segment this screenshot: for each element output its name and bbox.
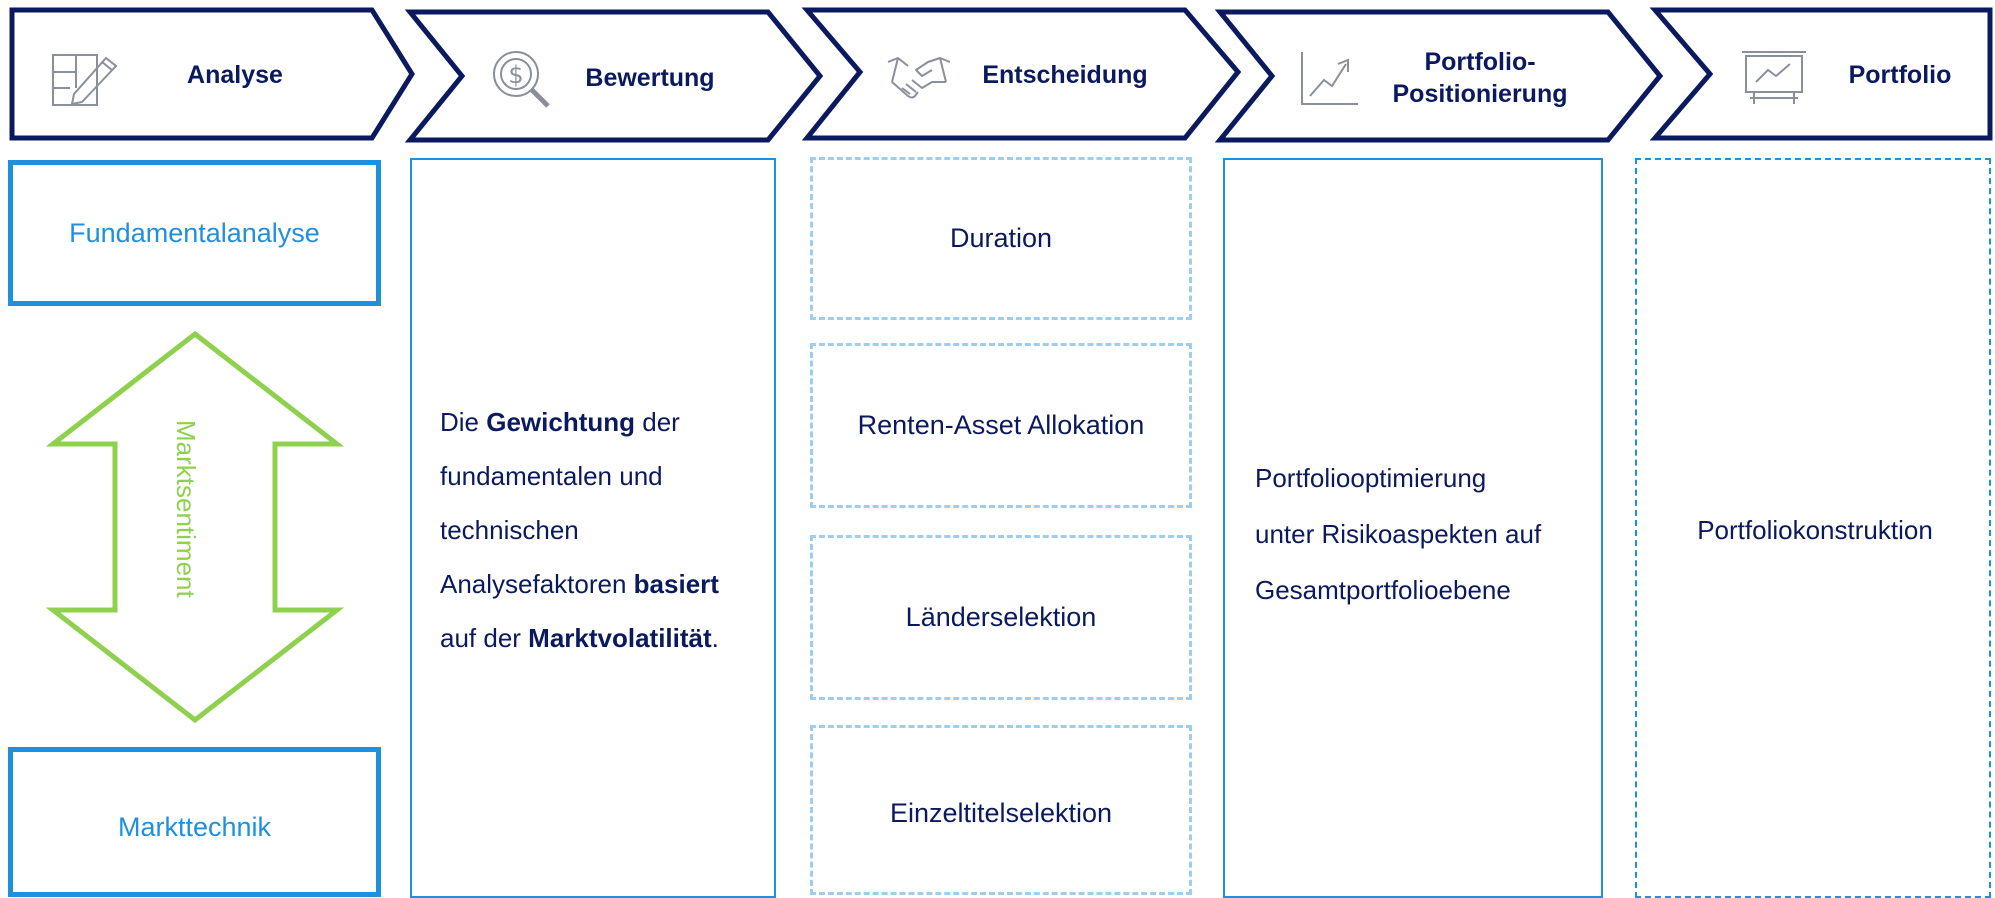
bewertung-line-3: technischen [440, 515, 579, 545]
fundamentalanalyse-box: Fundamentalanalyse [8, 160, 381, 306]
duration-box: Duration [810, 157, 1192, 320]
bewertung-line-5-bold: Marktvolatilität [528, 623, 712, 653]
bewertung-line-1-c: der [635, 407, 680, 437]
bewertung-line-5: auf der Marktvolatilität. [440, 611, 770, 665]
bewertung-line-5-a: auf der [440, 623, 529, 653]
step-label-entscheidung: Entscheidung [982, 61, 1148, 89]
chevron-analyse [9, 7, 415, 141]
step-label-positionierung: Portfolio- Positionierung [1365, 42, 1595, 114]
dollar-magnifier-icon: $ [493, 51, 550, 108]
bewertung-text: Die Gewichtung der fundamentalen und tec… [440, 395, 770, 665]
growth-chart-icon [1301, 52, 1358, 105]
bewertung-line-4: Analysefaktoren basiert [440, 557, 770, 611]
laenderselektion-box: Länderselektion [810, 535, 1192, 700]
marktsentiment-label: Marktsentiment [171, 420, 201, 598]
chevron-portfolio [1649, 7, 1993, 141]
step-label-positionierung-line2: Positionierung [1392, 80, 1568, 108]
step-label-analyse: Analyse [187, 61, 283, 89]
svg-text:$: $ [508, 61, 523, 89]
step-label-portfolio: Portfolio [1848, 61, 1952, 89]
presentation-board-icon [1742, 51, 1806, 104]
renten-asset-allokation-box: Renten-Asset Allokation [810, 343, 1192, 508]
positionierung-line-1: Portfoliooptimierung [1255, 463, 1487, 493]
positionierung-line-2: unter Risikoaspekten auf [1255, 519, 1542, 549]
blueprint-pencil-icon [52, 54, 118, 106]
chevron-entscheidung [801, 7, 1242, 141]
positionierung-line-3: Gesamtportfolioebene [1255, 575, 1511, 605]
bewertung-line-4-a: Analysefaktoren [440, 569, 634, 599]
bewertung-line-4-bold: basiert [633, 569, 719, 599]
double-arrow [45, 330, 345, 724]
header-chevrons [9, 7, 1993, 143]
chevron-bewertung [404, 9, 824, 143]
bewertung-line-1: Die Gewichtung der [440, 395, 770, 449]
handshake-icon [887, 57, 951, 99]
step-label-bewertung: Bewertung [585, 64, 715, 92]
einzeltitelselektion-box: Einzeltitelselektion [810, 725, 1192, 895]
markttechnik-box: Markttechnik [8, 747, 381, 897]
bewertung-line-1-bold: Gewichtung [486, 407, 636, 437]
bewertung-line-2: fundamentalen und [440, 461, 663, 491]
bewertung-line-5-c: . [711, 623, 719, 653]
step-label-positionierung-line1: Portfolio- [1424, 48, 1536, 76]
double-arrow-shape [45, 330, 345, 724]
positionierung-text: Portfoliooptimierung unter Risikoaspekte… [1255, 450, 1595, 618]
chevron-positionierung [1214, 9, 1664, 143]
portfoliokonstruktion-text: Portfoliokonstruktion [1697, 514, 1933, 545]
bewertung-line-1-a: Die [440, 407, 487, 437]
